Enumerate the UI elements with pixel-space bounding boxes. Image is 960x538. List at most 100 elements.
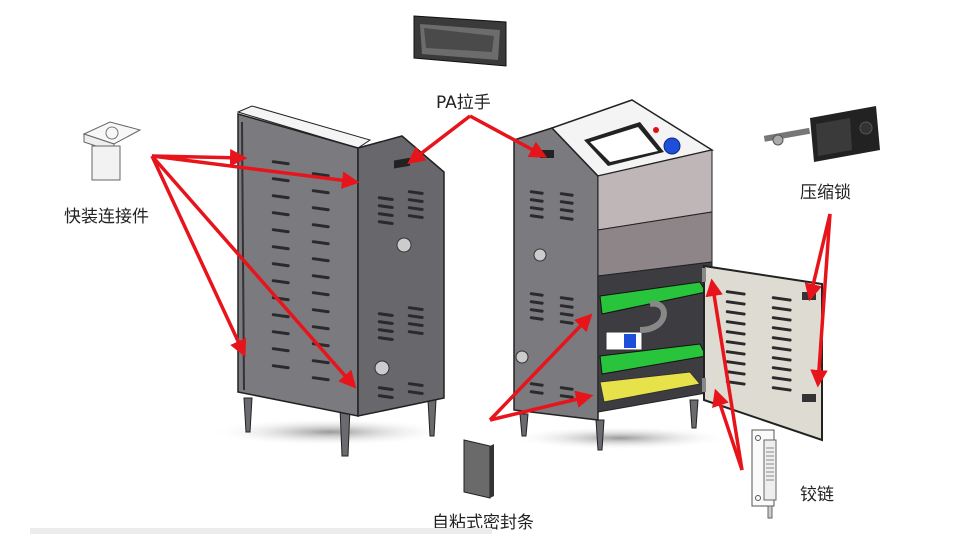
vent-slot <box>377 312 394 318</box>
vent-slot <box>311 189 330 195</box>
vent-slot <box>311 376 330 382</box>
vent-slot <box>311 308 330 314</box>
arrow-handle-left <box>407 114 472 165</box>
vent-slot <box>407 206 424 212</box>
vent-slot <box>559 192 574 197</box>
label-quick-connector: 快装连接件 <box>64 207 149 227</box>
vent-slot <box>529 390 544 395</box>
vent-slot <box>311 223 330 229</box>
vent-slot <box>407 190 424 196</box>
vent-slot <box>271 347 290 353</box>
label-pa-handle: PA拉手 <box>436 93 491 113</box>
vent-slot <box>725 380 746 386</box>
vent-slot <box>271 160 290 166</box>
vent-slot <box>311 172 330 178</box>
vent-slot <box>377 320 394 326</box>
callout-arrows <box>150 114 832 471</box>
compression-lock-image <box>763 106 880 162</box>
vent-slot <box>771 296 792 302</box>
vent-slot <box>407 198 424 204</box>
vent-slot <box>771 386 792 392</box>
vent-slot <box>377 386 394 392</box>
vent-slot <box>271 262 290 268</box>
right-cabinet-vents <box>529 190 792 399</box>
vent-slot <box>725 340 746 346</box>
vent-slot <box>271 211 290 217</box>
vent-slot <box>529 198 544 203</box>
vent-slot <box>559 386 574 391</box>
vent-slot <box>559 216 574 221</box>
vent-slot <box>529 300 544 305</box>
vent-slot <box>311 274 330 280</box>
arrow-lock-1 <box>804 213 832 302</box>
vent-slot <box>559 304 574 309</box>
vent-slot <box>271 194 290 200</box>
vent-slot <box>377 336 394 342</box>
vent-slot <box>311 291 330 297</box>
arrow-hinge-1 <box>705 278 744 471</box>
vent-slot <box>725 330 746 336</box>
vent-slot <box>529 308 544 313</box>
vent-slot <box>529 206 544 211</box>
vent-slot <box>559 296 574 301</box>
vent-slot <box>771 346 792 352</box>
left-cabinet <box>210 105 450 457</box>
vent-slot <box>407 330 424 336</box>
vent-slot <box>725 320 746 326</box>
vent-slot <box>559 320 574 325</box>
arrow-connector-2 <box>151 154 360 189</box>
vent-slot <box>407 314 424 320</box>
vent-slot <box>771 316 792 322</box>
vent-slot <box>725 360 746 366</box>
vent-slot <box>559 312 574 317</box>
vent-slot <box>529 382 544 387</box>
vent-slot <box>271 330 290 336</box>
vent-slot <box>311 206 330 212</box>
vent-slot <box>271 245 290 251</box>
vent-slot <box>271 228 290 234</box>
vent-slot <box>559 200 574 205</box>
vent-slot <box>377 196 394 202</box>
vent-slot <box>771 306 792 312</box>
vent-slot <box>529 190 544 195</box>
vent-slot <box>377 204 394 210</box>
arrow-connector-4 <box>150 154 357 389</box>
left-cabinet-vents <box>271 160 424 400</box>
vent-slot <box>311 325 330 331</box>
quick-connector-image <box>82 121 142 181</box>
vent-slot <box>529 292 544 297</box>
vent-slot <box>771 366 792 372</box>
vent-slot <box>407 214 424 220</box>
vent-slot <box>771 356 792 362</box>
vent-slot <box>407 306 424 312</box>
arrow-hinge-2 <box>712 388 744 471</box>
vent-slot <box>407 322 424 328</box>
vent-slot <box>377 212 394 218</box>
right-cabinet <box>510 99 823 451</box>
label-compression-lock: 压缩锁 <box>800 183 851 203</box>
vent-slot <box>725 370 746 376</box>
vent-slot <box>407 382 424 388</box>
vent-slot <box>377 220 394 226</box>
vent-slot <box>377 394 394 400</box>
label-hinge: 铰链 <box>800 485 834 505</box>
seal-strip-image <box>463 439 494 499</box>
hinge-image <box>751 429 777 519</box>
vent-slot <box>311 240 330 246</box>
arrow-seal-1 <box>488 313 593 422</box>
vent-slot <box>271 177 290 183</box>
vent-slot <box>725 310 746 316</box>
arrow-seal-2 <box>489 390 594 422</box>
vent-slot <box>771 326 792 332</box>
vent-slot <box>271 313 290 319</box>
bottom-divider <box>30 528 492 534</box>
vent-slot <box>311 257 330 263</box>
vent-slot <box>529 316 544 321</box>
vent-slot <box>271 279 290 285</box>
vent-slot <box>529 214 544 219</box>
vent-slot <box>725 300 746 306</box>
vent-slot <box>271 364 290 370</box>
vent-slot <box>407 390 424 396</box>
